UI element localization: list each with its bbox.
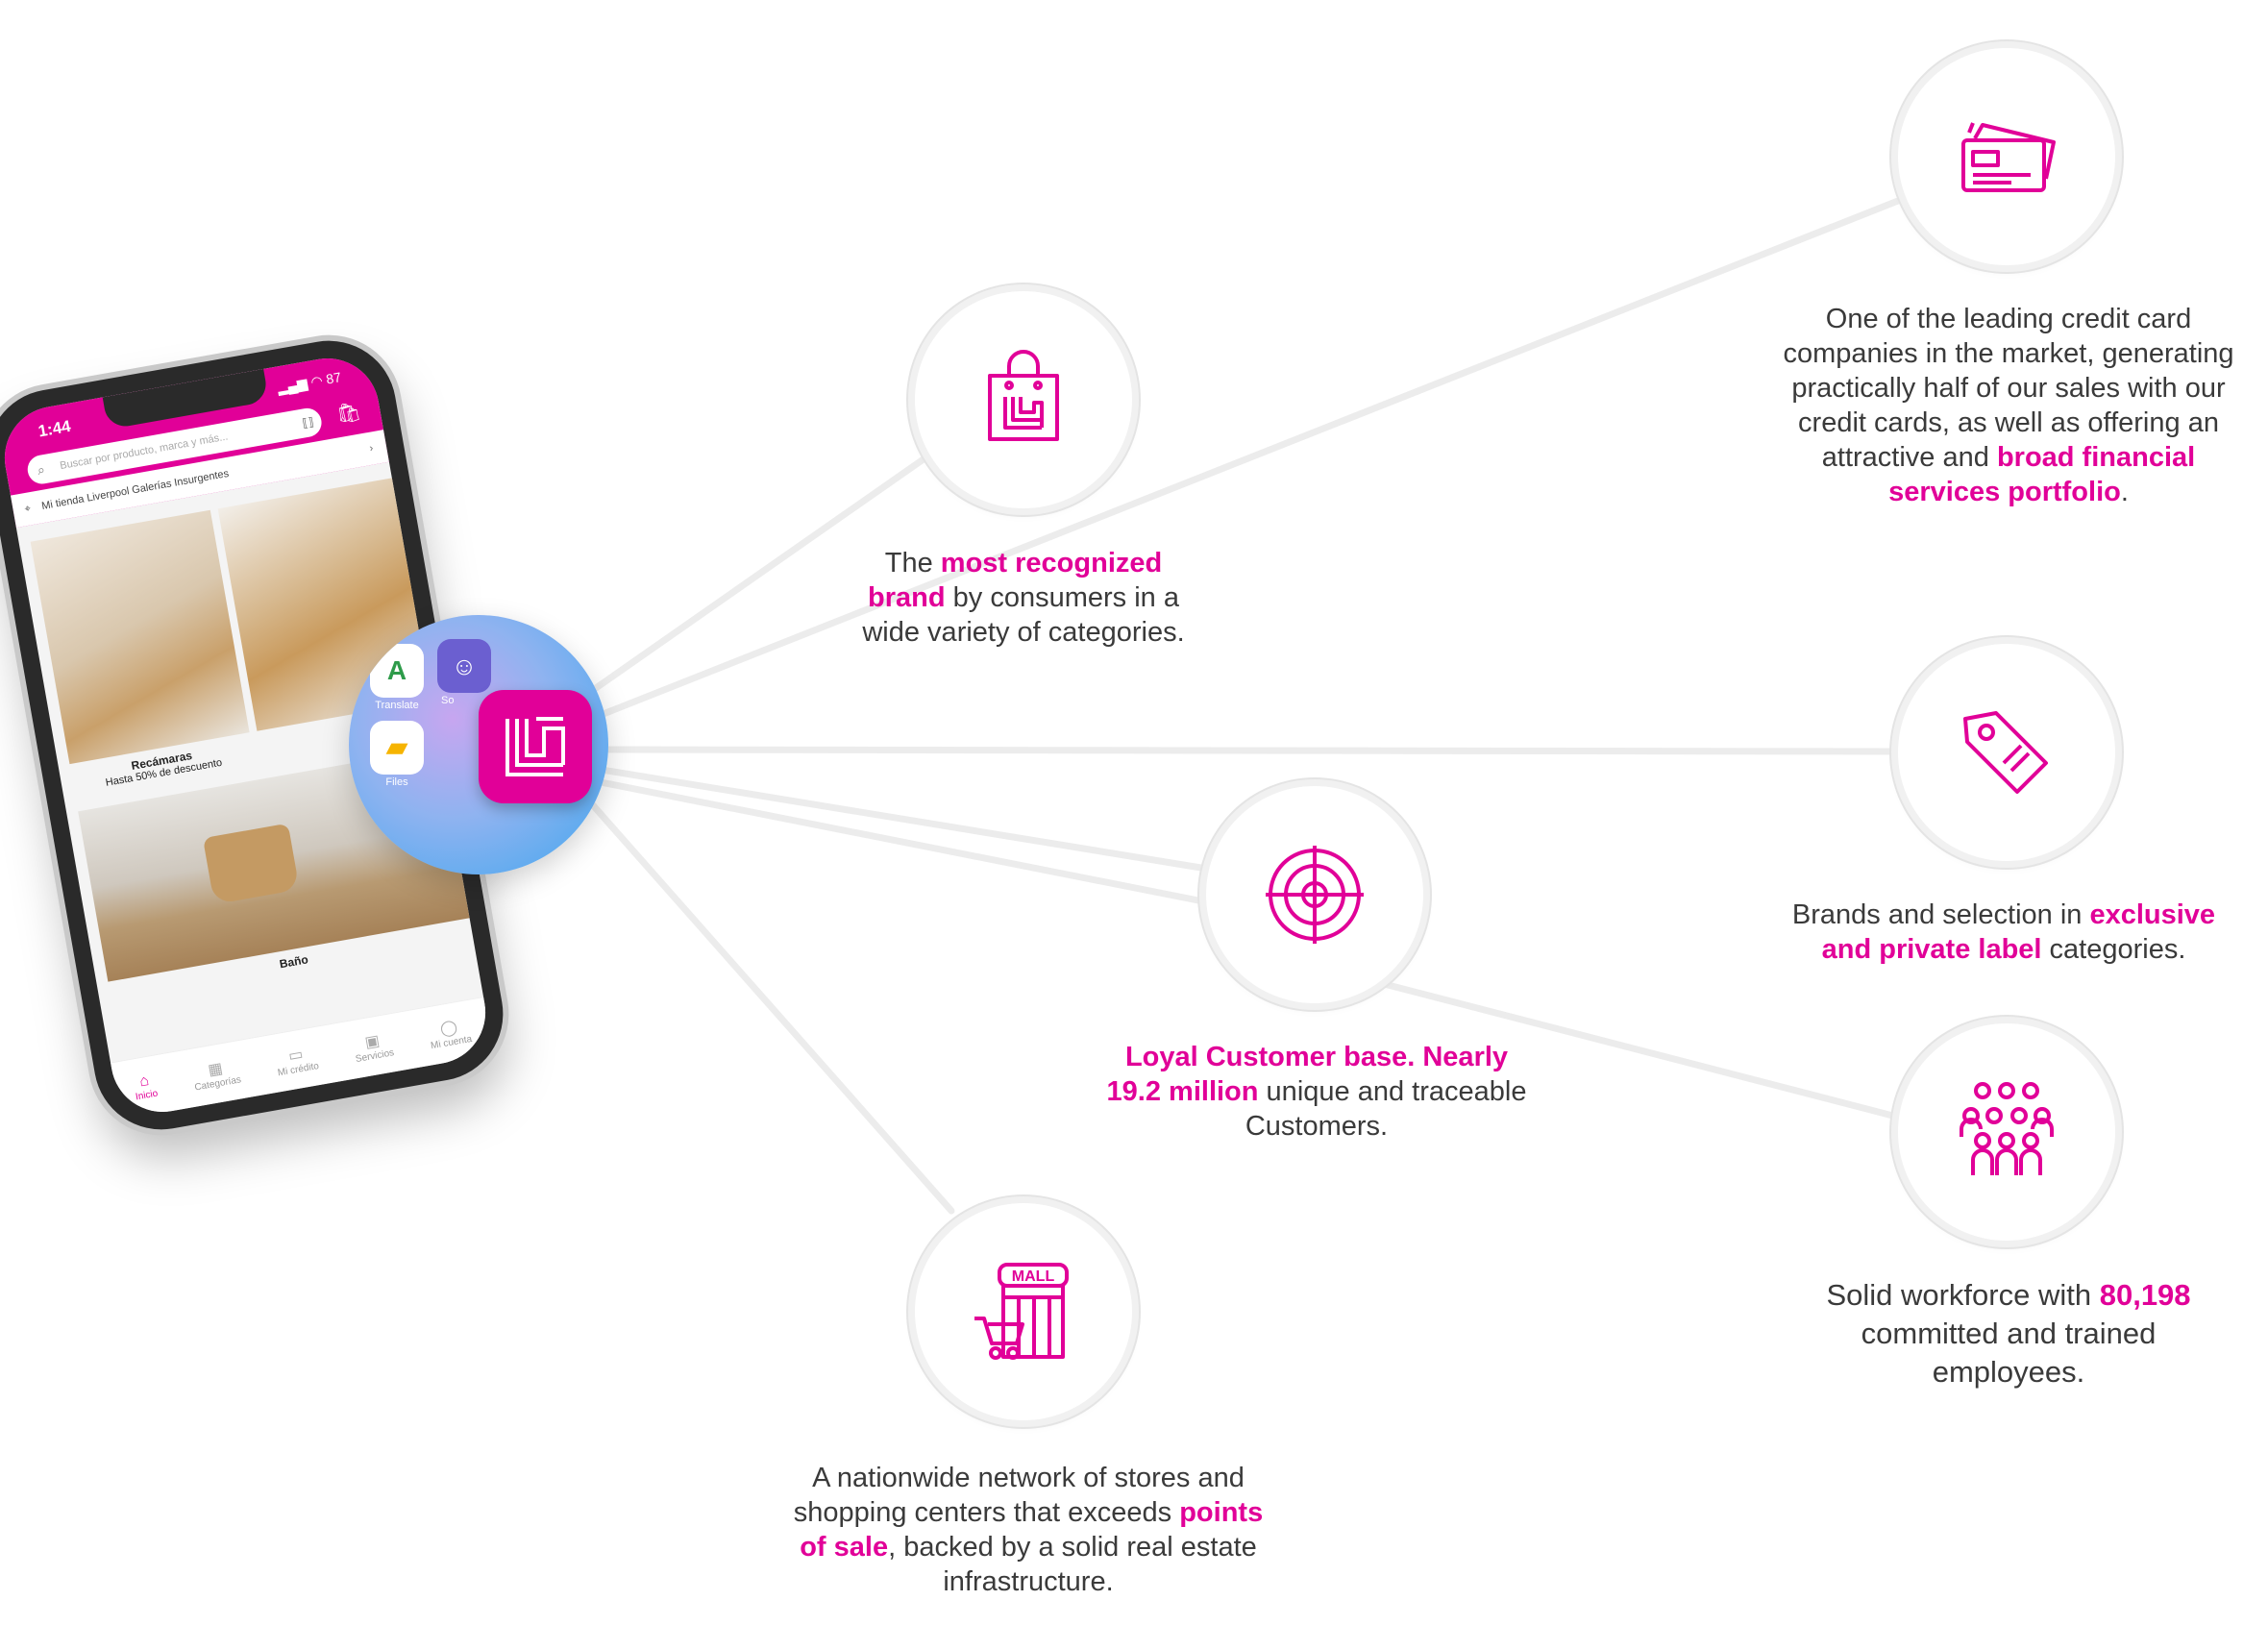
desc-workforce-highlight: 80,198 [2099, 1278, 2191, 1312]
desc-brand-highlight: most recognized brand [868, 548, 1163, 613]
files-app-label: Files [385, 776, 408, 788]
nav-categorias[interactable]: ▦Categorías [190, 1055, 242, 1093]
desc-brand-post: by consumers in a wide variety of catego… [862, 582, 1185, 648]
desc-exclusive-post: categories. [2041, 934, 2186, 965]
svg-text:MALL: MALL [1012, 1268, 1055, 1285]
people-group-icon [1960, 1082, 2054, 1175]
desc-loyal-highlight: Loyal Customer base. Nearly 19.2 million [1106, 1042, 1509, 1107]
connector-brand [573, 453, 931, 705]
target-icon [1266, 846, 1364, 944]
desc-credit-post: . [2120, 477, 2129, 507]
desc-stores: A nationwide network of stores and shopp… [788, 1461, 1269, 1599]
status-icons: ▂▄▆ ◠ 87 [276, 369, 343, 396]
nav-mi-cuenta[interactable]: ◯Mi cuenta [427, 1015, 473, 1051]
barcode-scan-icon[interactable]: ⟦⟧ [301, 414, 315, 431]
nav-inicio[interactable]: ⌂Inicio [132, 1071, 159, 1101]
app-icon-bubble: ● A Translate ☺ So ▰ Files [349, 615, 608, 874]
connector-stores [582, 794, 955, 1215]
desc-stores-pre: A nationwide network of stores and shopp… [793, 1463, 1245, 1528]
connector-exclusive [602, 746, 1911, 755]
desc-exclusive-highlight: exclusive and private label [1821, 899, 2216, 965]
node-exclusive [1898, 644, 2115, 861]
shopping-bag-icon [988, 350, 1059, 441]
nav-servicios[interactable]: ▣Servicios [352, 1028, 395, 1064]
desc-stores-post: , backed by a solid real estate infrastr… [888, 1532, 1257, 1597]
desc-stores-highlight: points of sale [800, 1497, 1264, 1563]
translate-app-label: Translate [375, 700, 419, 711]
location-pin-icon: ⌖ [23, 503, 32, 516]
price-tag-icon [1963, 711, 2048, 794]
desc-exclusive-pre: Brands and selection in [1791, 899, 2090, 930]
category-tile-recamaras[interactable] [30, 509, 250, 765]
desc-workforce: Solid workforce with 80,198 committed an… [1797, 1276, 2220, 1391]
search-icon: ⌕ [36, 461, 46, 479]
battery-level: 87 [325, 369, 343, 387]
mall-cart-icon: MALL [974, 1263, 1069, 1360]
desc-brand-pre: The [884, 548, 941, 579]
cart-icon[interactable]: 🛍 [334, 401, 363, 427]
desc-credit-highlight: broad financial services portfolio [1888, 442, 2196, 507]
node-stores: MALL [915, 1203, 1132, 1420]
node-brand [915, 291, 1132, 508]
notification-badge: ● [378, 615, 403, 640]
desc-exclusive: Brands and selection in exclusive and pr… [1768, 898, 2239, 967]
files-app-icon[interactable]: ▰ [370, 721, 424, 775]
connector-loyal-b [587, 776, 1217, 907]
desc-workforce-pre: Solid workforce with [1826, 1278, 2100, 1312]
chevron-right-icon: › [368, 442, 375, 455]
desc-workforce-post: committed and trained employees. [1861, 1317, 2157, 1389]
translate-app-icon[interactable]: A [370, 644, 424, 698]
social-app-label: So [441, 695, 455, 706]
desc-loyal: Loyal Customer base. Nearly 19.2 million… [1105, 1040, 1528, 1144]
connector-loyal-a [592, 765, 1217, 874]
desc-brand: The most recognized brand by consumers i… [850, 546, 1196, 650]
connector-workforce [1366, 976, 1911, 1123]
liverpool-app-icon[interactable] [479, 690, 592, 803]
credit-cards-icon [1961, 122, 2056, 192]
node-loyal [1206, 786, 1423, 1003]
connector-credit [582, 193, 1911, 725]
node-workforce [1898, 1023, 2115, 1241]
nav-mi-credito[interactable]: ▭Mi crédito [274, 1042, 320, 1078]
desc-credit-pre: One of the leading credit card companies… [1783, 304, 2234, 473]
desc-credit: One of the leading credit card companies… [1768, 302, 2249, 509]
social-app-icon[interactable]: ☺ [437, 639, 491, 693]
status-time: 1:44 [37, 416, 73, 441]
node-credit [1898, 48, 2115, 265]
desc-loyal-post: unique and traceable Customers. [1245, 1076, 1527, 1142]
